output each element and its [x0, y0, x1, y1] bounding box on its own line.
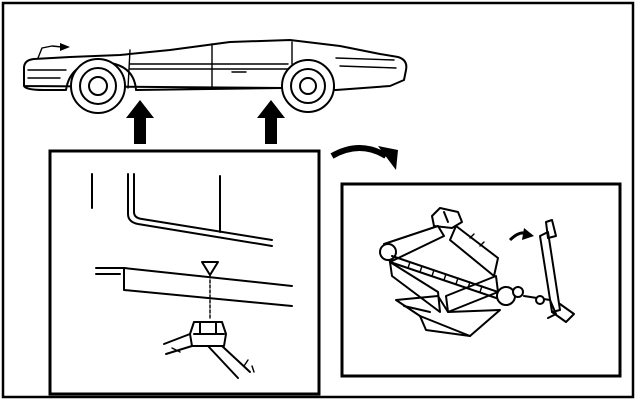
jack-pivot-left: [380, 244, 396, 260]
rear-wheel: [71, 59, 125, 113]
front-wheel: [282, 60, 334, 112]
jack-pivot-right: [497, 287, 515, 305]
